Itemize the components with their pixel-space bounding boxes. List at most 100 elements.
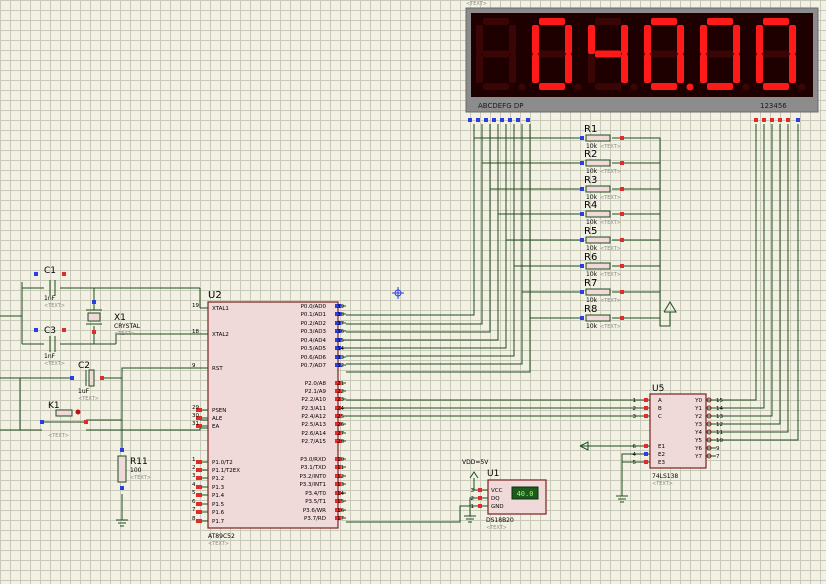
display-segment-label: ABCDEFG DP [478, 102, 523, 110]
capacitor-c1[interactable]: C1 1nF <TEXT> [34, 266, 66, 309]
pin-marker [620, 290, 624, 294]
switch-k1[interactable]: K1 <TEXT> [40, 401, 88, 439]
pin-number: 22 [337, 389, 344, 395]
pin-number: 7 [716, 454, 720, 460]
resistor-body [585, 288, 611, 296]
pin-marker [335, 389, 341, 393]
segment-e [532, 54, 539, 83]
c1-ref: C1 [44, 266, 56, 276]
resistor-body [585, 185, 611, 193]
pin-number: 36 [337, 329, 344, 335]
resistor-text-tag: <TEXT> [600, 298, 621, 304]
x1-text-tag: <TEXT> [114, 331, 135, 337]
pin-marker [196, 476, 202, 480]
pin-label: P3.4/T0 [305, 491, 326, 497]
r11-ref: R11 [130, 457, 148, 467]
display-common-label: 123456 [760, 102, 787, 110]
pin-number: 13 [716, 414, 723, 420]
segment-c [565, 54, 572, 83]
pin-number: 3 [633, 414, 637, 420]
pin-label: P3.3/INT1 [299, 482, 326, 488]
pin-number: 6 [192, 499, 196, 505]
resistor-text-tag: <TEXT> [600, 220, 621, 226]
pin-marker [335, 457, 341, 461]
pin-marker [335, 355, 341, 359]
pin-marker [335, 406, 341, 410]
capacitor-c3[interactable]: C3 1nF <TEXT> [34, 326, 66, 367]
resistor-value: 10k [586, 297, 598, 304]
c2-value: 1uF [78, 388, 90, 395]
pin-marker [644, 406, 648, 410]
pin-marker [580, 161, 584, 165]
pin-number: 33 [337, 355, 344, 361]
resistor-text-tag: <TEXT> [600, 246, 621, 252]
pin-label: P2.1/A9 [305, 389, 327, 395]
segment-dp [742, 83, 750, 91]
pin-marker [580, 212, 584, 216]
pin-label: P0.4/AD4 [301, 338, 327, 344]
pin-label: P3.5/T1 [305, 499, 326, 505]
pin-number: 2 [471, 496, 475, 502]
pin-marker [335, 346, 341, 350]
pin-label: P1.0/T2 [212, 460, 233, 466]
resistor-value: 10k [586, 168, 598, 175]
resistor-value: 10k [586, 323, 598, 330]
pin-number: 9 [716, 446, 720, 452]
segment-b [565, 25, 572, 54]
c2-ref: C2 [78, 361, 90, 371]
capacitor-c2[interactable]: C2 1uF <TEXT> [70, 361, 104, 402]
pin-marker [580, 136, 584, 140]
pin-marker [478, 496, 482, 500]
pin-label: Y1 [694, 406, 702, 412]
display-digit [700, 18, 750, 91]
x1-value: CRYSTAL [114, 323, 141, 330]
crystal-x1[interactable]: X1 CRYSTAL <TEXT> [86, 300, 141, 337]
pin-label: EA [212, 424, 219, 430]
resistor-body [585, 314, 611, 322]
pin-label: RST [212, 366, 223, 372]
pin-number: 16 [337, 508, 344, 514]
pin-label: P1.2 [212, 476, 224, 482]
resistor-r11[interactable]: R11 100 <TEXT> [117, 448, 151, 490]
segment-f [532, 25, 539, 54]
c1-text-tag: <TEXT> [44, 303, 65, 309]
pin-label: P1.1/T2EX [212, 468, 240, 474]
segment-dp [798, 83, 806, 91]
segment-d [651, 83, 677, 90]
resistor-ref: R3 [584, 175, 597, 186]
segment-dp [518, 83, 526, 91]
pin-number: 28 [337, 439, 344, 445]
pin-marker [580, 264, 584, 268]
pin-marker [644, 452, 648, 456]
segment-a [539, 18, 565, 25]
pin-number: 3 [471, 488, 475, 494]
pin-number: 19 [192, 303, 199, 309]
resistor-ref: R6 [584, 252, 597, 263]
resistor-value: 10k [586, 245, 598, 252]
pin-label: P0.3/AD3 [301, 329, 327, 335]
pin-marker [644, 460, 648, 464]
seven-segment-display[interactable]: ABCDEFG DP 123456 <TEXT> [465, 1, 819, 122]
pin-marker [335, 431, 341, 435]
pin-label: P2.0/A8 [305, 381, 327, 387]
decoder-ref: U5 [652, 384, 664, 394]
segment-e [644, 54, 651, 83]
